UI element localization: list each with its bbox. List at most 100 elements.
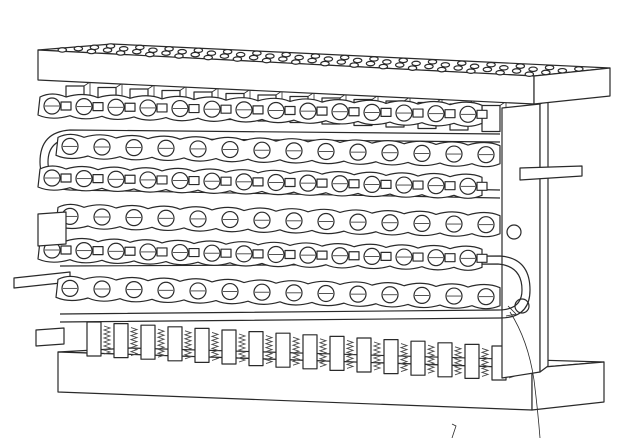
top-plate-hole bbox=[248, 54, 259, 61]
cell-interconnect bbox=[124, 246, 136, 256]
spring-coil bbox=[129, 327, 139, 357]
cell-interconnect bbox=[316, 250, 328, 260]
spring-coil bbox=[291, 336, 301, 366]
spring-post bbox=[437, 342, 453, 378]
cell-interconnect bbox=[220, 248, 232, 258]
top-plate-hole bbox=[511, 68, 522, 74]
top-plate-hole bbox=[278, 56, 288, 62]
leader-line-right bbox=[509, 311, 541, 438]
cell-interconnect bbox=[380, 251, 392, 261]
tube-lower-loop-inner bbox=[59, 263, 523, 315]
cell-interconnect bbox=[380, 107, 392, 118]
spring-post bbox=[464, 343, 480, 379]
top-plate-hole bbox=[394, 62, 405, 68]
top-plate-hole bbox=[105, 43, 116, 49]
cell-interconnect bbox=[412, 108, 424, 118]
top-plate-hole bbox=[382, 59, 392, 65]
cell-interconnect bbox=[316, 106, 328, 116]
left-spacer-block bbox=[37, 211, 67, 247]
top-plate-hole bbox=[135, 44, 145, 51]
cell-interconnect bbox=[252, 105, 264, 115]
cell-interconnect bbox=[92, 102, 104, 112]
cell-interconnect bbox=[188, 247, 200, 258]
top-plate-hole bbox=[369, 56, 379, 62]
cell-interconnect bbox=[476, 109, 488, 119]
cell-interconnect bbox=[156, 175, 168, 185]
spring-coil bbox=[102, 325, 112, 355]
cell-interconnect bbox=[316, 178, 328, 188]
top-plate-hole bbox=[177, 48, 187, 55]
cell-strip bbox=[55, 203, 501, 238]
spring-coil bbox=[237, 333, 247, 363]
cell-interconnect bbox=[156, 103, 168, 113]
top-plate-hole bbox=[310, 53, 321, 59]
top-plate-hole bbox=[482, 66, 493, 73]
leader-lines bbox=[451, 305, 541, 438]
top-plate-hole bbox=[148, 47, 158, 54]
top-plate-hole bbox=[206, 50, 217, 56]
cell-interconnect bbox=[444, 253, 456, 263]
cell-interconnect bbox=[476, 253, 488, 263]
cell-interconnect bbox=[476, 181, 488, 191]
spring-post bbox=[302, 334, 318, 370]
top-plate-hole bbox=[499, 65, 509, 71]
cell-interconnect bbox=[284, 105, 296, 116]
spring-post bbox=[113, 323, 129, 359]
top-plate-hole bbox=[398, 57, 409, 64]
top-plate-hole bbox=[574, 66, 584, 72]
top-plate-hole bbox=[222, 48, 233, 55]
cell-interconnect bbox=[188, 103, 200, 114]
top-plate-hole bbox=[407, 65, 418, 71]
top-plate-hole bbox=[232, 56, 243, 62]
top-plate-hole bbox=[235, 51, 246, 58]
top-plate-hole bbox=[320, 60, 330, 67]
cell-interconnect bbox=[444, 109, 456, 119]
top-plate-hole bbox=[261, 57, 272, 64]
cell-interconnect bbox=[124, 102, 136, 112]
top-plate-hole bbox=[541, 69, 551, 76]
side-frame bbox=[501, 99, 583, 379]
spring-post bbox=[356, 337, 372, 373]
top-plate-hole bbox=[203, 54, 214, 61]
cell-interconnect bbox=[60, 245, 72, 255]
spring-coil bbox=[318, 338, 328, 368]
top-plate-hole bbox=[486, 61, 496, 68]
spring-coil bbox=[399, 343, 409, 373]
cell-interconnect bbox=[220, 104, 232, 114]
spring-post bbox=[410, 340, 426, 376]
top-plate-hole bbox=[307, 57, 317, 64]
cell-rows bbox=[37, 93, 501, 310]
top-plate-hole bbox=[544, 64, 555, 71]
spring-post bbox=[140, 324, 156, 360]
spring-coil bbox=[453, 346, 463, 376]
spring-coil bbox=[264, 335, 274, 365]
top-plate-hole bbox=[557, 67, 568, 74]
top-plate-hole bbox=[290, 59, 301, 65]
top-plate-hole bbox=[495, 69, 505, 76]
cell-interconnect bbox=[92, 174, 104, 184]
cell-interconnect bbox=[284, 249, 296, 260]
top-plate-hole bbox=[339, 54, 350, 61]
cell-interconnect bbox=[124, 174, 136, 184]
cell-interconnect bbox=[380, 179, 392, 189]
left-spacer-bar bbox=[35, 211, 67, 347]
cell-interconnect bbox=[252, 177, 264, 187]
top-plate-side-face bbox=[533, 67, 611, 105]
top-plate-hole bbox=[378, 63, 389, 70]
top-plate-hole bbox=[466, 68, 476, 74]
spring-coil bbox=[345, 339, 355, 369]
cell-interconnect bbox=[220, 176, 232, 186]
spring-post bbox=[167, 326, 183, 362]
top-plate-hole bbox=[411, 60, 421, 67]
spring-post bbox=[275, 332, 291, 368]
spring-coil bbox=[426, 344, 436, 374]
top-plate-hole bbox=[252, 50, 262, 57]
left-lower-block bbox=[35, 327, 65, 347]
end-plate-bolt bbox=[506, 224, 522, 240]
spring-post bbox=[86, 321, 102, 357]
top-plate-hole bbox=[469, 63, 480, 70]
spring-coil bbox=[480, 347, 490, 377]
cell-interconnect bbox=[188, 175, 200, 186]
spring-post bbox=[383, 339, 399, 375]
spring-coil bbox=[372, 341, 382, 371]
